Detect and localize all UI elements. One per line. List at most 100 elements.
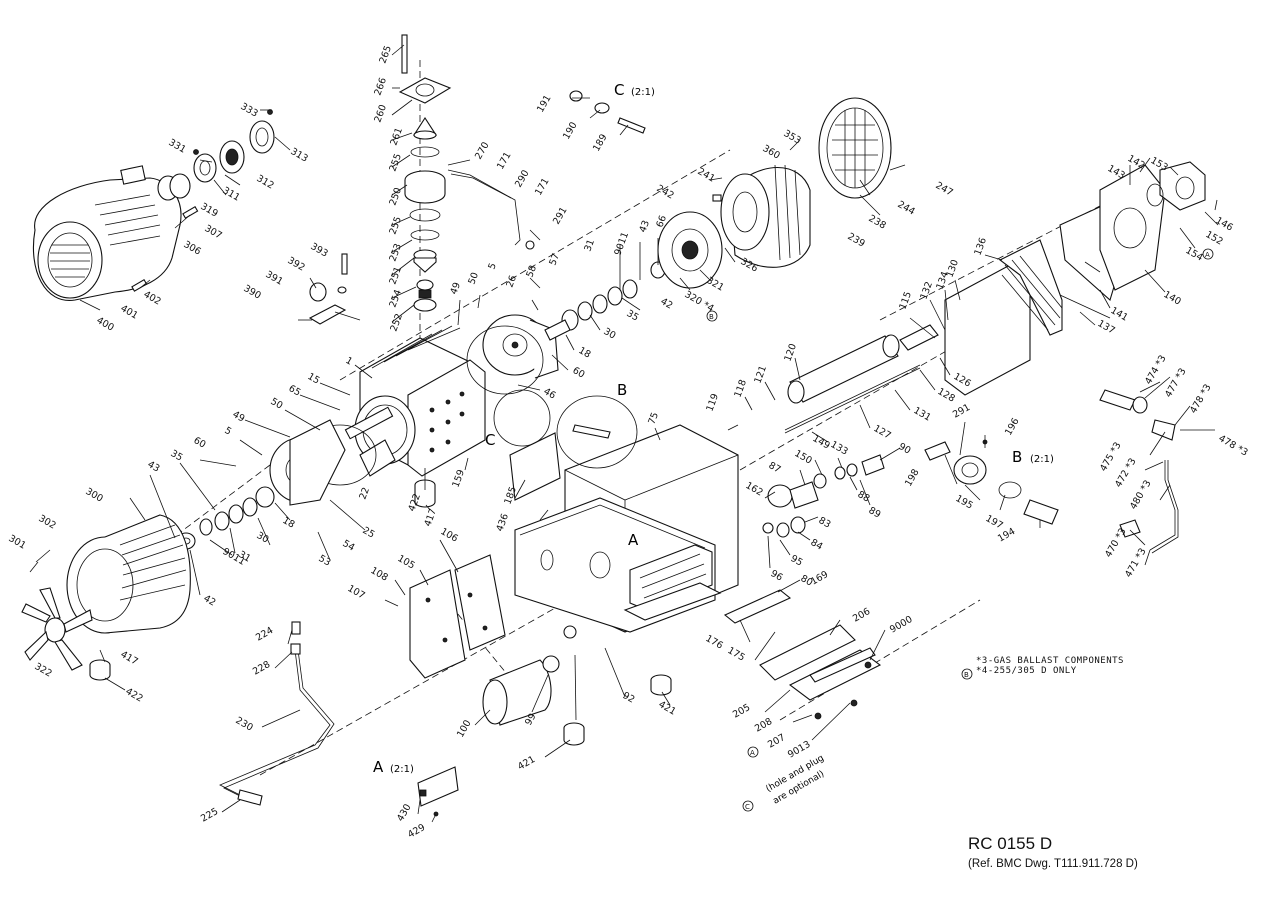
callout-208: 208: [753, 716, 774, 735]
callout-83: 83: [817, 515, 833, 531]
callout-108: 108: [369, 565, 390, 584]
cylinder-bolt-holes: [429, 391, 465, 453]
callout-331: 331: [167, 137, 188, 156]
callout-60-right: 60: [571, 365, 587, 381]
marker-optional-c: C: [745, 803, 750, 811]
callout-154: 154: [1184, 245, 1205, 264]
callout-250: 250: [387, 186, 404, 207]
inset-a-label: A: [628, 531, 639, 549]
callout-171-b: 171: [533, 176, 552, 197]
callout-291-top: 291: [551, 205, 570, 226]
callout-475: 475 *3: [1098, 440, 1124, 473]
marker-154-a: A: [1205, 251, 1210, 259]
drawing-title: RC 0155 D: [968, 834, 1053, 853]
callout-35-left: 35: [169, 448, 185, 464]
callout-128: 128: [936, 386, 957, 405]
callout-206: 206: [851, 606, 872, 625]
callout-185: 185: [502, 485, 519, 506]
callout-417-upper: 417: [422, 507, 439, 528]
callout-65: 65: [287, 383, 303, 399]
callout-66: 66: [654, 214, 668, 229]
callout-421-lower: 421: [516, 754, 537, 773]
callout-42-left: 42: [202, 593, 218, 609]
callout-136: 136: [972, 236, 989, 257]
callout-175: 175: [726, 645, 747, 664]
callout-190: 190: [561, 120, 580, 141]
callout-137: 137: [1096, 318, 1117, 337]
callout-15: 15: [306, 371, 322, 387]
callout-99: 99: [523, 712, 539, 728]
callout-421-right: 421: [657, 699, 678, 718]
callout-152: 152: [1204, 229, 1225, 248]
callout-291-right: 291: [951, 402, 972, 421]
callout-141: 141: [1109, 305, 1130, 324]
callout-80: 80: [799, 573, 815, 589]
callout-5-right: 5: [486, 262, 498, 271]
callout-311: 311: [221, 185, 242, 204]
callout-392: 392: [286, 255, 307, 274]
callout-146: 146: [1214, 215, 1235, 234]
data-plate-430: [417, 766, 459, 817]
callout-261: 261: [388, 126, 405, 147]
callout-422-upper: 422: [406, 492, 423, 513]
gas-ballast-line: [1099, 389, 1179, 554]
leader-lines: [29, 44, 1219, 823]
callout-49-left: 49: [231, 409, 247, 425]
callout-176: 176: [704, 633, 725, 652]
oil-filter-100: [482, 655, 560, 726]
inset-b-label: B: [617, 381, 627, 399]
callout-198: 198: [903, 467, 922, 488]
callout-477: 477 *3: [1163, 366, 1189, 399]
callout-5-left: 5: [223, 425, 234, 438]
callout-30-left: 30: [255, 530, 271, 546]
callout-307: 307: [203, 223, 224, 242]
callout-321: 321: [705, 275, 726, 294]
callout-100: 100: [455, 718, 474, 739]
callout-115: 115: [897, 290, 914, 311]
callout-9011-right: 9011: [612, 231, 631, 257]
callout-25: 25: [361, 525, 377, 541]
callout-132: 132: [918, 280, 935, 301]
marker-notes-b: B: [964, 671, 969, 679]
motor-bracket: [308, 253, 348, 325]
callout-87: 87: [767, 460, 783, 476]
callout-402: 402: [142, 289, 163, 308]
marker-320-b: B: [709, 313, 714, 321]
callout-96: 96: [769, 568, 785, 584]
callout-95: 95: [789, 553, 805, 569]
gas-ballast-valve: [924, 439, 1059, 525]
callout-390: 390: [242, 283, 263, 302]
callout-480: 480 *3: [1128, 478, 1154, 511]
callout-360: 360: [761, 143, 782, 162]
callout-333: 333: [239, 101, 260, 120]
callout-266: 266: [372, 76, 389, 97]
side-cover-group: [944, 161, 1206, 396]
notes-line-2: *4-255/305 D ONLY: [976, 666, 1077, 676]
callout-205: 205: [731, 702, 752, 721]
callout-391: 391: [264, 269, 285, 288]
callout-159: 159: [450, 468, 467, 489]
oil-box-cover-9000: [723, 589, 882, 720]
callout-400: 400: [95, 315, 116, 334]
callout-18-right: 18: [577, 345, 593, 361]
callout-195: 195: [954, 493, 975, 512]
section-c-scale: (2:1): [631, 87, 655, 98]
inlet-flange-stack: [398, 34, 535, 312]
callout-196: 196: [1003, 416, 1022, 437]
motor-assembly: [32, 165, 182, 301]
callout-130: 130: [944, 258, 961, 279]
callout-43-right: 43: [637, 219, 651, 234]
fan-cover-grid: [832, 108, 878, 188]
section-c-title: C: [614, 81, 624, 99]
callout-127: 127: [872, 423, 893, 442]
callout-471: 471 *3: [1123, 546, 1149, 579]
section-a-title: A: [373, 758, 384, 776]
section-b-title: B: [1012, 448, 1022, 466]
callout-50-left: 50: [269, 396, 285, 412]
callout-140: 140: [1162, 289, 1183, 308]
callout-300: 300: [84, 486, 105, 505]
callout-228: 228: [251, 659, 272, 678]
oil-separator-filter: [784, 324, 939, 434]
callout-30-right: 30: [602, 326, 618, 342]
